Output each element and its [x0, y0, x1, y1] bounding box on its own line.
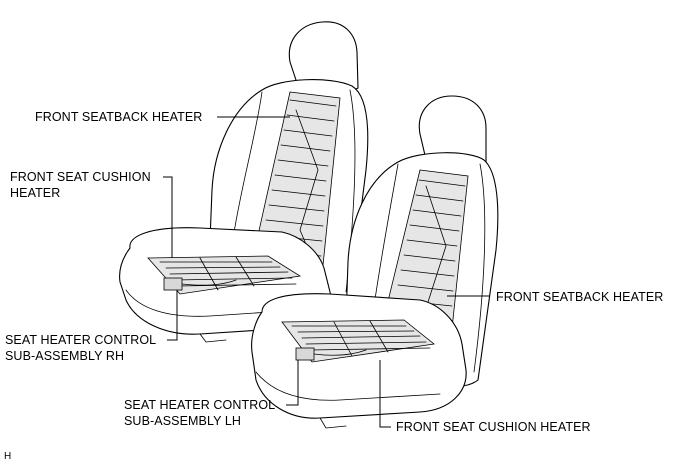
- leader-lines: [163, 116, 490, 428]
- rh-seat-heater-control-module: [163, 277, 183, 291]
- corner-mark: H: [4, 451, 12, 462]
- leader-front-seat-cushion-heater-lh: [379, 360, 391, 428]
- label-seat-heater-control-rh-line2: SUB-ASSEMBLY RH: [5, 349, 125, 363]
- label-front-seat-cushion-heater-rh-line2: HEATER: [10, 186, 61, 200]
- label-front-seat-cushion-heater-lh: FRONT SEAT CUSHION HEATER: [396, 420, 591, 434]
- leader-seat-heater-control-lh: [286, 360, 299, 406]
- label-seat-heater-control-rh-line1: SEAT HEATER CONTROL: [5, 333, 157, 347]
- label-seat-heater-control-lh-line1: SEAT HEATER CONTROL: [124, 398, 276, 412]
- lh-seat-heater-control-module: [295, 347, 315, 361]
- lh-seat: [251, 95, 499, 429]
- label-front-seatback-heater-lh: FRONT SEATBACK HEATER: [496, 290, 664, 304]
- leader-front-seat-cushion-heater-rh: [163, 176, 173, 258]
- label-front-seat-cushion-heater-rh-line1: FRONT SEAT CUSHION: [10, 170, 151, 184]
- lh-seat-cushion: [251, 293, 467, 419]
- label-seat-heater-control-lh-line2: SUB-ASSEMBLY LH: [124, 414, 242, 428]
- label-front-seatback-heater-rh: FRONT SEATBACK HEATER: [35, 110, 203, 124]
- leader-seat-heater-control-rh: [167, 290, 178, 341]
